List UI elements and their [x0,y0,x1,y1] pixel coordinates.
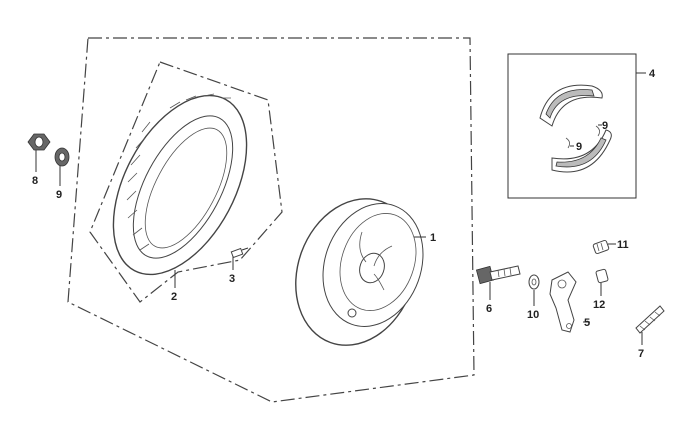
label-part-9-left: 9 [56,189,62,201]
label-part-7: 7 [638,348,644,360]
brake-arm [549,271,577,333]
leader-lines [35,72,646,345]
washer-10 [528,274,540,290]
tire [112,93,248,276]
part-11 [592,239,610,255]
label-part-8: 8 [32,175,38,187]
label-part-11: 11 [617,239,629,251]
label-part-9-lower: 9 [576,141,582,153]
label-part-2: 2 [171,291,177,303]
nut [27,133,51,151]
label-part-9-upper: 9 [602,120,608,132]
wheel-assembly-outline [67,37,475,403]
part-12 [595,268,609,284]
label-part-6: 6 [486,303,492,315]
label-part-1: 1 [430,232,436,244]
label-part-10: 10 [527,309,539,321]
washer-left [54,147,70,167]
label-part-4: 4 [649,68,656,80]
valve [230,247,249,259]
spring [635,305,665,334]
label-part-5: 5 [584,317,590,329]
brake-shoes [539,84,612,173]
label-part-3: 3 [229,273,235,285]
wheel-rim [295,198,424,346]
label-part-12: 12 [593,299,605,311]
brake-shoe-box [507,53,637,199]
axle-bolt [475,265,521,285]
tire-group-outline [89,61,283,303]
